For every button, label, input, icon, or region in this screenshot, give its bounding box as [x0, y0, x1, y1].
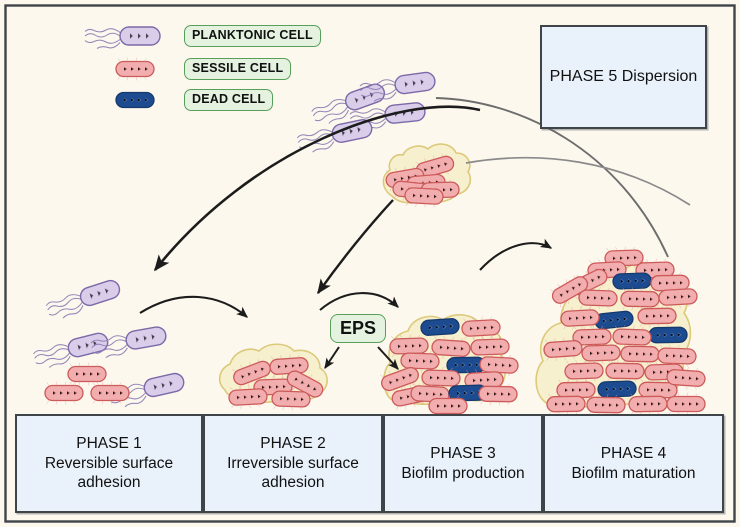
eps-label: EPS: [330, 314, 387, 343]
legend-dead-icon: [115, 91, 155, 109]
planktonic-cell: [31, 330, 112, 372]
phase3-to-phase4-arrow: [479, 238, 553, 271]
phase-4-subtitle: Biofilm maturation: [571, 464, 696, 482]
grey-dispersal-curve-upper: [435, 97, 669, 258]
grey-dispersal-curve-lower: [465, 156, 691, 206]
phase-1-subtitle: Reversible surface adhesion: [44, 454, 174, 492]
eps-arrow-right: [377, 346, 399, 370]
phase-2-subtitle: Irreversible surface adhesion: [227, 454, 359, 492]
legend-sessile-icon: [115, 56, 155, 82]
dead-cell: [612, 272, 652, 290]
planktonic-cell: [44, 277, 124, 323]
phase-4-box: PHASE 4 Biofilm maturation: [543, 414, 724, 513]
phase-2-box: PHASE 2 Irreversible surface adhesion: [203, 414, 383, 513]
phase-3-box: PHASE 3 Biofilm production: [383, 414, 543, 513]
phase1-to-phase2-arrow: [139, 295, 248, 318]
sessile-cell: [67, 361, 107, 387]
legend-label-planktonic: PLANKTONIC CELL: [184, 25, 321, 47]
dead-cell: [593, 309, 635, 331]
phase-5-box: PHASE 5 Dispersion: [540, 25, 707, 129]
dead-cell: [419, 317, 461, 337]
legend-cell-icons: [84, 26, 161, 109]
sessile-cell: [44, 380, 84, 406]
dispersion-arc-to-phase1: [153, 105, 481, 272]
phase-4-title: PHASE 4: [600, 444, 667, 462]
cluster-detach-arc: [317, 199, 394, 295]
eps-arrow-left: [324, 346, 340, 369]
legend-label-sessile: SESSILE CELL: [184, 58, 292, 80]
phase-3-subtitle: Biofilm production: [401, 464, 525, 482]
legend-planktonic-icon: [84, 26, 161, 50]
phase-2-title: PHASE 2: [260, 434, 326, 452]
phase-5-subtitle: Dispersion: [621, 67, 698, 85]
sessile-cell: [90, 380, 130, 406]
phase2-to-phase3-arrow: [319, 292, 399, 311]
legend-label-dead: DEAD CELL: [184, 89, 274, 111]
phase1-cells: [31, 277, 187, 411]
figure-frame: [4, 4, 736, 523]
phase-5-title: PHASE 5: [549, 67, 618, 85]
planktonic-cell: [309, 81, 389, 129]
phase-1-title: PHASE 1: [76, 434, 142, 452]
flow-arrows: [139, 97, 691, 370]
dead-cell: [648, 326, 688, 344]
phase-3-title: PHASE 3: [430, 444, 496, 462]
phase-1-box: PHASE 1 Reversible surface adhesion: [15, 414, 203, 513]
